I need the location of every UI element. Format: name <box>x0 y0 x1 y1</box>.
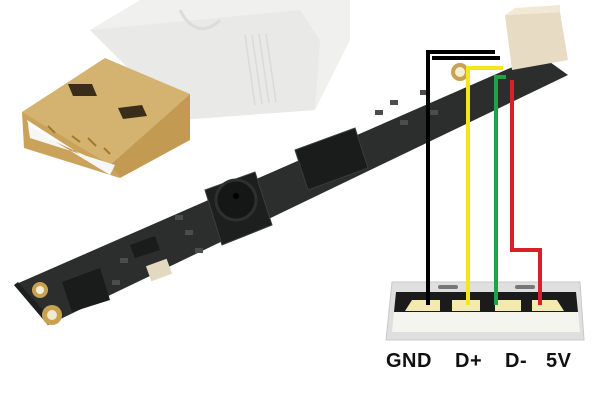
pin-label-gnd: GND <box>386 350 432 372</box>
wire-gnd <box>426 50 495 305</box>
wire-5v <box>510 80 542 305</box>
pin-label-d-minus: D- <box>505 350 528 372</box>
usb-plug-illustration <box>22 0 350 178</box>
wires <box>426 50 542 305</box>
usb-receptacle-illustration <box>385 281 585 341</box>
pin-label-d-plus: D+ <box>455 350 483 372</box>
wire-d-plus <box>466 66 503 305</box>
wire-d-minus <box>494 75 506 305</box>
pin-label-5v: 5V <box>546 350 572 372</box>
